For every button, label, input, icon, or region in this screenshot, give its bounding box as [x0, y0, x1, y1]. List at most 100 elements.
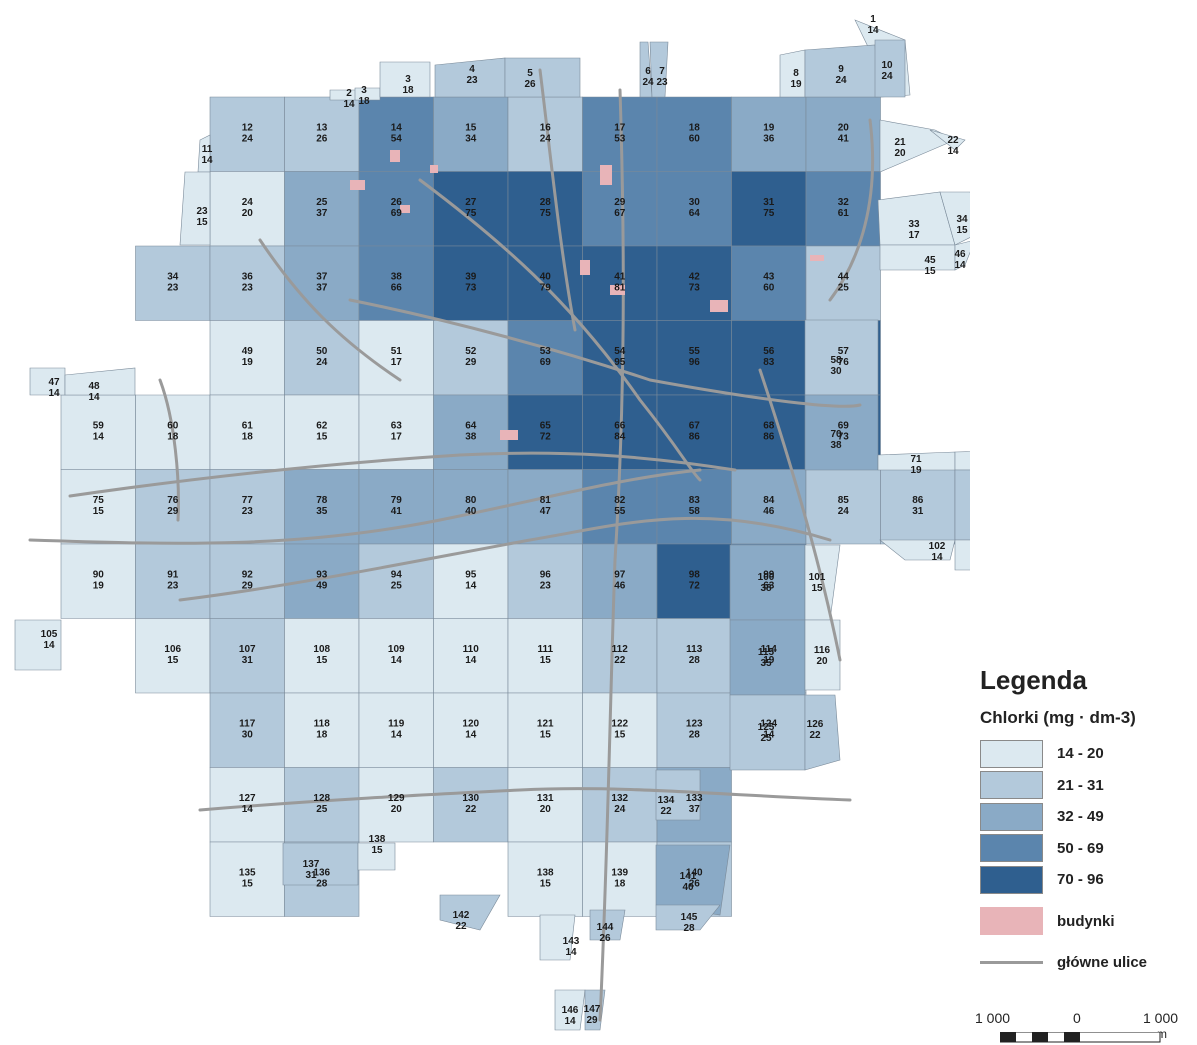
grid-cell-102	[879, 539, 956, 561]
legend-buildings: budynki	[980, 906, 1190, 938]
legend-class-3: 32 - 49	[980, 801, 1190, 833]
legend-class-1: 14 - 20	[980, 738, 1190, 770]
grid-cell-126	[804, 694, 841, 771]
legend-class-2: 21 - 31	[980, 770, 1190, 802]
grid-cell-138	[357, 842, 396, 871]
legend-swatch	[980, 739, 1043, 768]
legend: Legenda Chlorki (mg · dm-3) 14 - 20 21 -…	[975, 665, 1190, 979]
grid-cell-147	[554, 989, 586, 1031]
grid-cells	[14, 19, 970, 1031]
legend-subtitle: Chlorki (mg · dm-3)	[980, 708, 1136, 727]
legend-class-5: 70 - 96	[980, 864, 1190, 896]
grid-cell-46	[954, 240, 970, 271]
legend-title: Legenda	[980, 665, 1087, 695]
grid-cell-144	[539, 914, 576, 961]
legend-class-label: 50 - 69	[1057, 839, 1104, 857]
legend-swatch	[980, 865, 1043, 894]
scale-bar-graphic	[1000, 1032, 1161, 1043]
scale-unit: m	[1157, 1027, 1167, 1041]
grid-cell-22	[929, 129, 966, 151]
grid-cell-134	[655, 769, 701, 821]
legend-class-label: 21 - 31	[1057, 776, 1104, 794]
grid-cell-3	[379, 61, 431, 98]
legend-streets: główne ulice	[980, 947, 1190, 979]
legend-class-4: 50 - 69	[980, 833, 1190, 865]
grid-cell-142	[655, 844, 731, 916]
grid-cell-116	[804, 619, 841, 691]
main-streets	[28, 68, 875, 1022]
legend-streets-label: główne ulice	[1057, 954, 1148, 972]
legend-street-line	[980, 961, 1043, 965]
buildings	[350, 150, 824, 440]
